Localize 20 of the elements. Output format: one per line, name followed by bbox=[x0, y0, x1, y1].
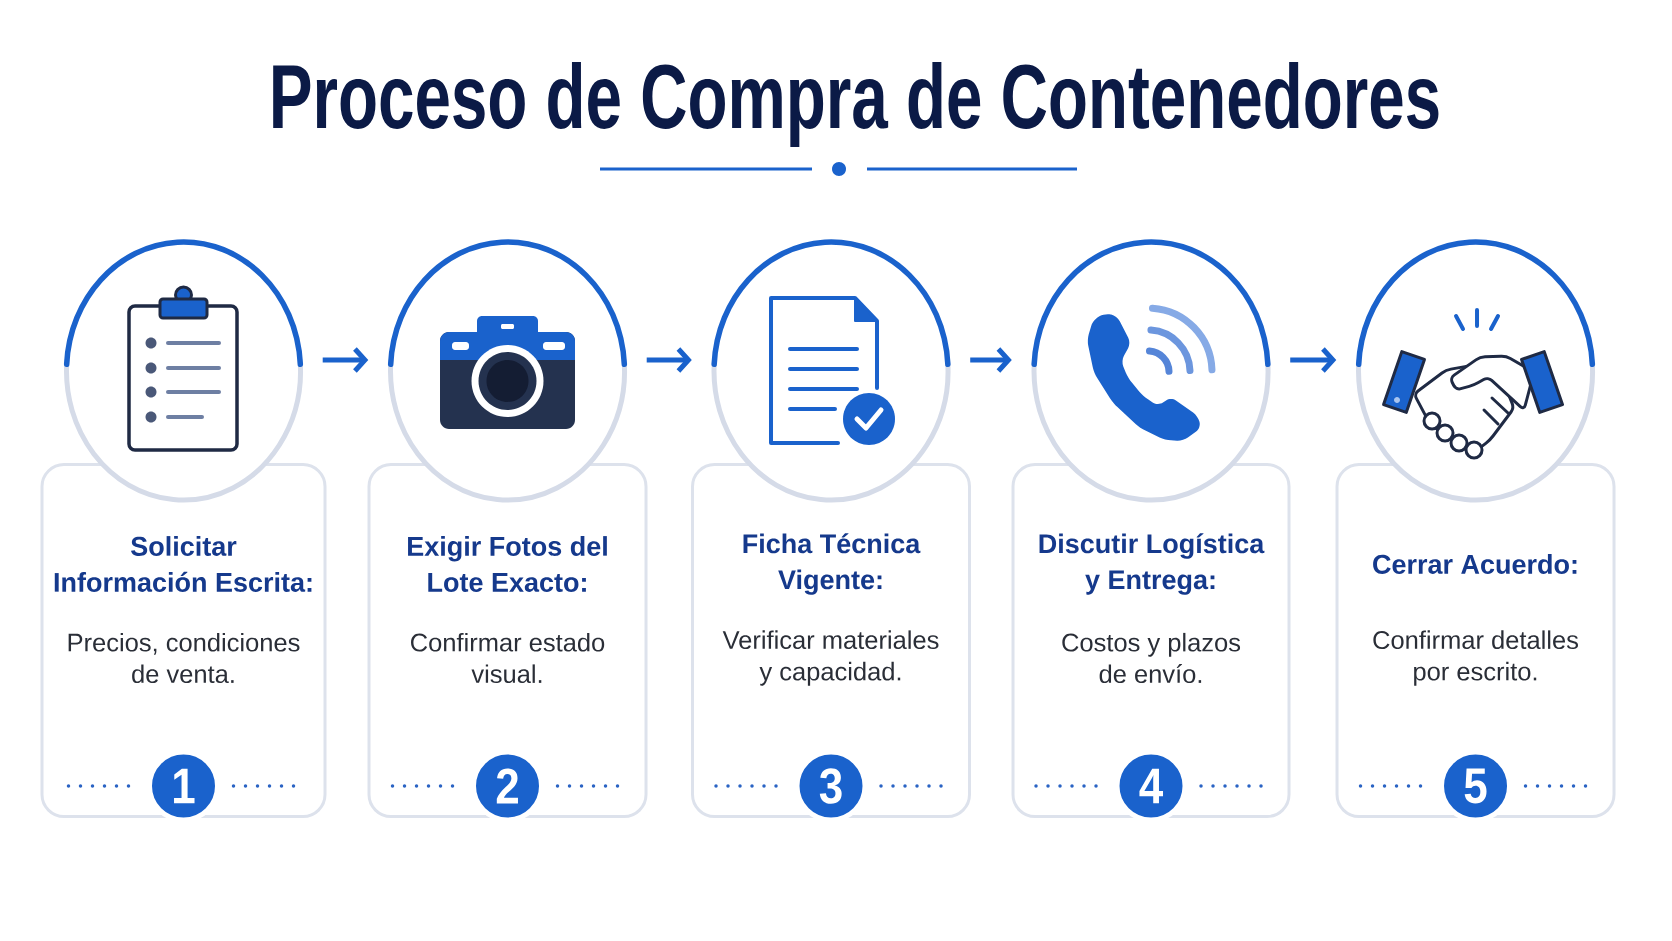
number-badge: 4 bbox=[1114, 749, 1188, 823]
number-badge: 2 bbox=[471, 749, 544, 823]
step-description: Confirmar detalles por escrito. bbox=[1373, 630, 1578, 686]
number-badge: 3 bbox=[794, 749, 868, 823]
step-description: Precios, condiciones de venta. bbox=[68, 632, 300, 684]
step-heading: Exigir Fotos del Lote Exacto: bbox=[408, 536, 607, 592]
number-badge: 5 bbox=[1439, 749, 1512, 823]
step-heading: Cerrar Acuerdo: bbox=[1373, 554, 1577, 574]
step-description: Costos y plazos de envío. bbox=[1062, 632, 1241, 684]
arrow bbox=[1290, 347, 1337, 373]
title: Proceso de Compra de Contenedores bbox=[273, 62, 1439, 147]
arrow bbox=[646, 347, 692, 373]
step-heading: Ficha Técnica Vigente: bbox=[743, 533, 921, 595]
step-description: Confirmar estado visual. bbox=[411, 632, 605, 684]
step-heading: Solicitar Información Escrita: bbox=[54, 536, 312, 592]
step-description: Verificar materiales y capacidad. bbox=[722, 630, 939, 686]
arrow bbox=[970, 347, 1012, 373]
step-heading: Discutir Logística y Entrega: bbox=[1039, 533, 1265, 595]
arrow bbox=[322, 347, 369, 373]
number-badge: 1 bbox=[147, 749, 220, 823]
